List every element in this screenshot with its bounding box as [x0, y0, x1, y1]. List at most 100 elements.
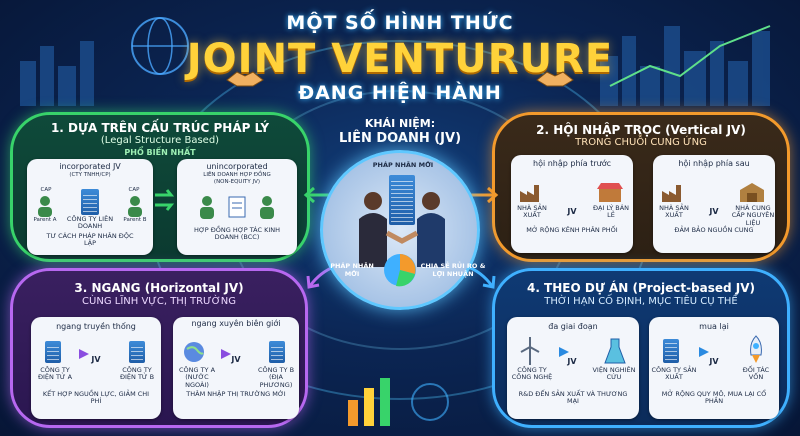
panel-horizontal-jv: 3. NGANG (Horizontal JV) CÙNG LĨNH VỰC, …	[10, 268, 308, 428]
traditional-horizontal-card: ngang truyền thống CÔNG TY ĐIỆN TỬ A JV …	[31, 317, 161, 419]
center-left-label: PHÁP NHÂN MỚI	[330, 262, 374, 278]
panel1-subtitle: (Legal Structure Based)	[100, 135, 220, 146]
concept-caption: KHÁI NIỆM:	[364, 117, 436, 130]
manufacturer-label: NHÀ SẢN XUẤT	[517, 204, 547, 220]
forward-integration-heading: hội nhập phía trước	[533, 159, 611, 168]
pie-chart-icon	[384, 254, 416, 287]
cross-border-card: ngang xuyên biên giới CÔNG TY A (NƯỚC NG…	[173, 317, 299, 419]
electronics-b-label: CÔNG TY ĐIỆN TỬ B	[119, 366, 155, 382]
traditional-horizontal-heading: ngang truyền thống	[56, 322, 136, 331]
handshake-icon	[226, 71, 264, 87]
bar-chart-decoration-icon	[348, 378, 449, 426]
panel-legal-structure: 1. DỰA TRÊN CẤU TRÚC PHÁP LÝ (Legal Stru…	[10, 112, 310, 262]
parent-b-label: Parent B	[123, 217, 147, 223]
local-company-building-icon	[269, 341, 285, 363]
new-market-label: THÂM NHẬP THỊ TRƯỜNG MỚI	[186, 390, 286, 398]
parent-a-label: Parent A	[33, 217, 57, 223]
panel4-title: 4. THEO DỰ ÁN (Project-based JV)	[526, 281, 756, 295]
incorporated-jv-heading: incorporated JV	[59, 162, 121, 171]
non-equity-jv-label: (NON-EQUITY JV)	[213, 179, 261, 185]
manufacturing-company-building-icon	[663, 339, 679, 363]
jv-label-2: JV	[709, 207, 719, 216]
backward-integration-card: hội nhập phía sau NHÀ SẢN XUẤT JV NHÀ CU…	[653, 155, 775, 253]
contract-parties-icon	[200, 196, 274, 219]
rnd-to-commerce-label: R&D ĐẾN SẢN XUẤT VÀ THƯƠNG MẠI	[518, 390, 628, 406]
title-main: JOINT VENTURURE	[186, 36, 614, 82]
rocket-icon	[750, 335, 762, 363]
center-building-icon	[389, 175, 415, 225]
panel2-subtitle: TRONG CHUỖI CUNG ỨNG	[575, 137, 707, 148]
store-icon	[597, 183, 623, 202]
retail-agent-label: ĐẠI LÝ BÁN LẺ	[592, 204, 630, 220]
unincorporated-heading: unincorporated	[206, 162, 268, 171]
parent-b-person-icon	[128, 196, 142, 217]
double-arrow-icon	[155, 189, 175, 211]
cap-right-label: CAP	[128, 187, 140, 193]
panel-project-based-jv: 4. THEO DỰ ÁN (Project-based JV) THỜI HẠ…	[492, 268, 790, 428]
foreign-company-label: CÔNG TY A (NƯỚC NGOÀI)	[178, 366, 216, 389]
globe-icon	[184, 342, 204, 362]
arrow-right-icon	[79, 349, 89, 359]
jv-label-4: JV	[231, 355, 241, 364]
center-right-label: CHIA SẺ RỦI RO & LỢI NHUẬN	[420, 262, 486, 278]
cross-border-heading: ngang xuyên biên giới	[191, 319, 281, 328]
panel-vertical-jv: 2. HỘI NHẬP TRỌC (Vertical JV) TRONG CHU…	[492, 112, 790, 262]
jv-label-3: JV	[91, 355, 101, 364]
unincorporated-jv-card: unincorporated LIÊN DOANH HỢP ĐỒNG (NON-…	[177, 159, 297, 255]
wind-turbine-icon	[520, 337, 540, 365]
arrow-right-icon-4	[699, 347, 709, 357]
backward-integration-heading: hội nhập phía sau	[678, 159, 750, 168]
concept-title: LIÊN DOANH (JV)	[338, 131, 462, 146]
bcc-label: HỢP ĐỒNG HỢP TÁC KINH DOANH (BCC)	[193, 226, 281, 242]
electronics-a-label: CÔNG TY ĐIỆN TỬ A	[37, 366, 73, 382]
tech-company-label: CÔNG TY CÔNG NGHỆ	[511, 366, 553, 382]
warehouse-icon	[740, 183, 764, 202]
flask-icon	[604, 338, 626, 364]
cap-left-label: CAP	[40, 187, 52, 193]
supplier-label: NHÀ CUNG CẤP NGUYÊN LIỆU	[731, 204, 775, 227]
jv-label-6: JV	[709, 357, 719, 366]
parent-a-person-icon	[38, 196, 52, 217]
panel4-subtitle: THỜI HẠN CỐ ĐỊNH, MỤC TIÊU CỤ THỂ	[544, 296, 738, 307]
independent-legal-entity-label: TƯ CÁCH PHÁP NHÂN ĐỘC LẬP	[46, 232, 134, 248]
center-top-label: PHÁP NHÂN MỚI	[372, 161, 434, 169]
handshake-icon-right	[536, 71, 574, 87]
jv-label: JV	[567, 207, 577, 216]
production-company-label: CÔNG TY SẢN XUẤT	[651, 366, 697, 382]
panel2-title: 2. HỘI NHẬP TRỌC (Vertical JV)	[536, 123, 746, 137]
arrow-right-icon-2	[221, 349, 231, 359]
distribution-expansion-label: MỞ RỘNG KÊNH PHÂN PHỐI	[526, 226, 618, 234]
title-line-1: MỘT SỐ HÌNH THỨC	[286, 12, 514, 34]
acquisition-card: mua lại CÔNG TY SẢN XUẤT JV ĐỐI TÁC VỐN …	[649, 317, 779, 419]
company-a-building-icon	[45, 341, 61, 363]
research-institute-label: VIỆN NGHIÊN CỨU	[592, 366, 636, 382]
multi-stage-heading: đa giai đoạn	[548, 322, 598, 331]
resource-combination-label: KẾT HỢP NGUỒN LỰC, GIẢM CHI PHÍ	[42, 390, 150, 406]
panel1-title: 1. DỰA TRÊN CẤU TRÚC PHÁP LÝ	[50, 121, 270, 135]
panel1-tag: PHỔ BIẾN NHẤT	[124, 148, 196, 157]
capital-partner-label: ĐỐI TÁC VỐN	[742, 366, 770, 382]
contract-jv-label: LIÊN DOANH HỢP ĐỒNG	[203, 172, 271, 178]
incorporated-jv-sub: (CTY TNHH/CP)	[69, 172, 111, 178]
joint-company-building-icon	[81, 189, 99, 215]
factory-icon-2	[662, 185, 681, 202]
panel3-title: 3. NGANG (Horizontal JV)	[74, 281, 244, 295]
company-b-building-icon	[129, 341, 145, 363]
manufacturer-label-2: NHÀ SẢN XUẤT	[659, 204, 689, 220]
jv-label-5: JV	[567, 357, 577, 366]
multi-stage-card: đa giai đoạn CÔNG TY CÔNG NGHỆ JV VIỆN N…	[507, 317, 639, 419]
acquisition-heading: mua lại	[699, 322, 729, 331]
secure-supply-label: ĐẢM BẢO NGUỒN CUNG	[674, 226, 754, 234]
local-company-label: CÔNG TY B (ĐỊA PHƯƠNG)	[257, 366, 295, 389]
forward-integration-card: hội nhập phía trước NHÀ SẢN XUẤT JV ĐẠI …	[511, 155, 633, 253]
arrow-right-icon-3	[559, 347, 569, 357]
joint-company-label: CÔNG TY LIÊN DOANH	[66, 215, 114, 231]
factory-icon	[520, 185, 539, 202]
scale-up-label: MỞ RỘNG QUY MÔ, MUA LẠI CỔ PHẦN	[661, 390, 767, 406]
panel3-subtitle: CÙNG LĨNH VỰC, THỊ TRƯỜNG	[82, 296, 236, 307]
title-line-3: ĐANG HIỆN HÀNH	[298, 82, 502, 104]
incorporated-jv-card: incorporated JV (CTY TNHH/CP) CAP CAP Pa…	[27, 159, 153, 255]
city-skyline-icon	[600, 25, 771, 106]
globe-skyline-icon	[20, 17, 189, 106]
businesspeople-handshake-icon	[359, 192, 445, 267]
